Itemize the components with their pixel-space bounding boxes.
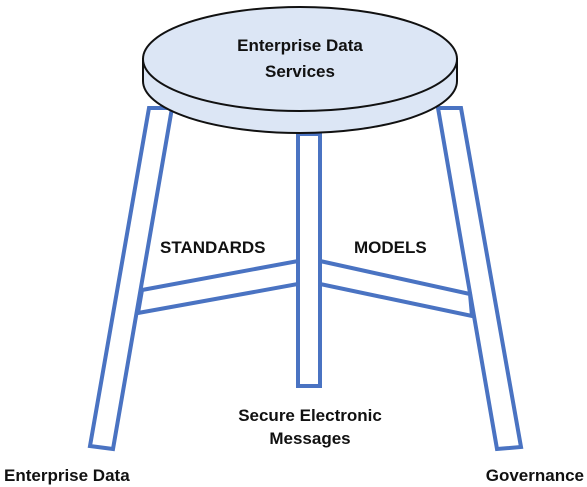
seat-top (142, 6, 458, 112)
center-leg-label-line2: Messages (269, 429, 350, 448)
stool-seat (142, 6, 458, 134)
seat-label-line2: Services (265, 62, 335, 81)
left-leg (87, 106, 175, 452)
left-brace (135, 258, 300, 316)
center-leg-label-line1: Secure Electronic (238, 406, 382, 425)
left-leg-label: Enterprise Data (4, 466, 130, 485)
seat-label-line1: Enterprise Data (237, 36, 363, 55)
stool-legs (87, 106, 524, 452)
stool-braces (135, 258, 475, 319)
right-brace (318, 258, 475, 319)
right-leg-label: Governance (486, 466, 584, 485)
center-leg (296, 132, 322, 388)
models-label: MODELS (354, 238, 427, 257)
standards-label: STANDARDS (160, 238, 265, 257)
right-leg (435, 106, 524, 452)
